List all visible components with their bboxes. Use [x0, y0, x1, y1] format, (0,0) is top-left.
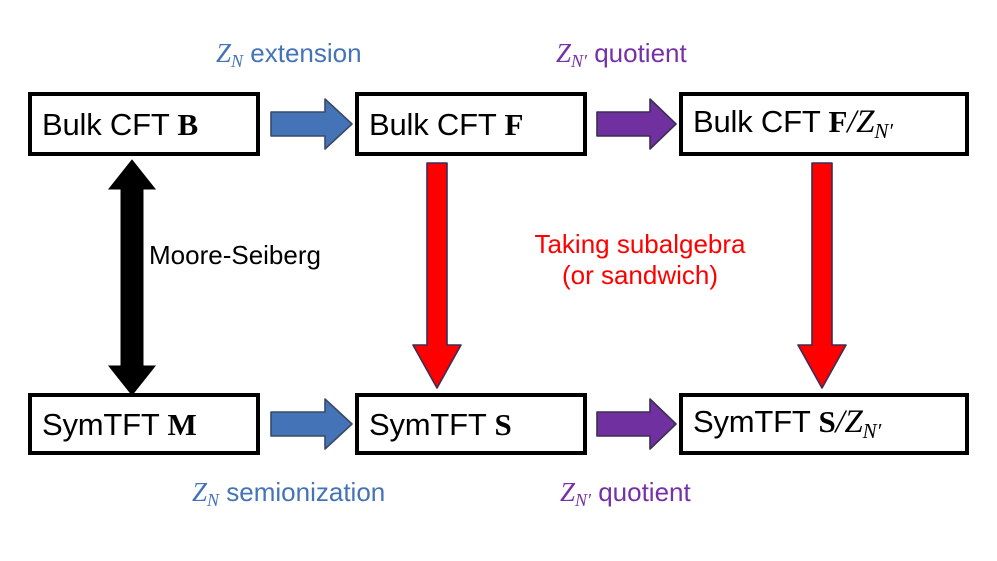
bulk-cft-f-quotient-label: Bulk CFT F/ZN′: [693, 104, 893, 143]
symtft-s-box[interactable]: SymTFT S: [355, 393, 587, 455]
zn-quotient-top-sub: N′: [571, 51, 587, 71]
bold-symbol-f-2: F: [828, 104, 848, 139]
bulk-cft-f-label: Bulk CFT F: [369, 106, 524, 142]
zn-quotient-top-rest: quotient: [586, 38, 687, 68]
label-taking-subalgebra: Taking subalgebra (or sandwich): [530, 229, 750, 290]
quotient-slash-z-2: /Z: [835, 404, 863, 440]
label-zn-extension: ZN extension: [216, 38, 362, 72]
zn-quotient-bottom-z: Z: [560, 477, 576, 507]
symtft-m-label: SymTFT M: [42, 406, 197, 442]
symtft-s-quotient-label: SymTFT S/ZN′: [693, 404, 882, 443]
taking-subalgebra-line1: Taking subalgebra: [534, 229, 746, 259]
zn-semionization-sub: N: [207, 490, 220, 510]
bulk-cft-b-label: Bulk CFT B: [42, 106, 198, 142]
bulk-cft-f-quotient-box[interactable]: Bulk CFT F/ZN′: [679, 92, 969, 156]
label-zn-prime-quotient-bottom: ZN′ quotient: [560, 477, 691, 511]
zn-quotient-top-z: Z: [556, 38, 572, 68]
zn-semionization-rest: semionization: [219, 477, 386, 507]
bold-symbol-s: S: [494, 406, 512, 442]
zn-extension-sub: N: [231, 51, 244, 71]
purple-arrow-s-to-s-quotient[interactable]: [596, 398, 677, 450]
moore-seiberg-text: Moore-Seiberg: [149, 240, 321, 270]
taking-subalgebra-line2: (or sandwich): [561, 259, 719, 290]
bold-symbol-b: B: [177, 106, 198, 142]
purple-arrow-f-to-f-quotient[interactable]: [596, 98, 677, 150]
label-zn-prime-quotient-top: ZN′ quotient: [556, 38, 687, 72]
symtft-s-quotient-box[interactable]: SymTFT S/ZN′: [679, 393, 969, 455]
quotient-subscript-2: N′: [862, 419, 882, 443]
bold-symbol-s-2: S: [818, 404, 836, 439]
zn-extension-z: Z: [216, 38, 232, 68]
zn-quotient-bottom-sub: N′: [575, 490, 591, 510]
label-zn-semionization: ZN semionization: [192, 477, 385, 511]
quotient-subscript: N′: [874, 119, 893, 143]
symtft-m-box[interactable]: SymTFT M: [28, 393, 260, 455]
bulk-cft-b-box[interactable]: Bulk CFT B: [28, 92, 260, 156]
bold-symbol-f: F: [504, 106, 524, 142]
zn-semionization-z: Z: [192, 477, 208, 507]
blue-arrow-b-to-f[interactable]: [270, 98, 353, 150]
red-arrow-f-quotient-to-s-quotient[interactable]: [797, 162, 847, 389]
blue-arrow-m-to-s[interactable]: [270, 398, 353, 450]
bulk-cft-f-box[interactable]: Bulk CFT F: [355, 92, 587, 156]
symtft-s-label: SymTFT S: [369, 406, 512, 442]
red-arrow-f-to-s[interactable]: [412, 162, 462, 389]
quotient-slash-z: /Z: [847, 104, 875, 140]
zn-extension-rest: extension: [243, 38, 362, 68]
label-moore-seiberg: Moore-Seiberg: [149, 240, 321, 271]
bold-symbol-m: M: [167, 406, 197, 442]
zn-quotient-bottom-rest: quotient: [590, 477, 691, 507]
black-double-arrow-b-m[interactable]: [107, 159, 157, 396]
